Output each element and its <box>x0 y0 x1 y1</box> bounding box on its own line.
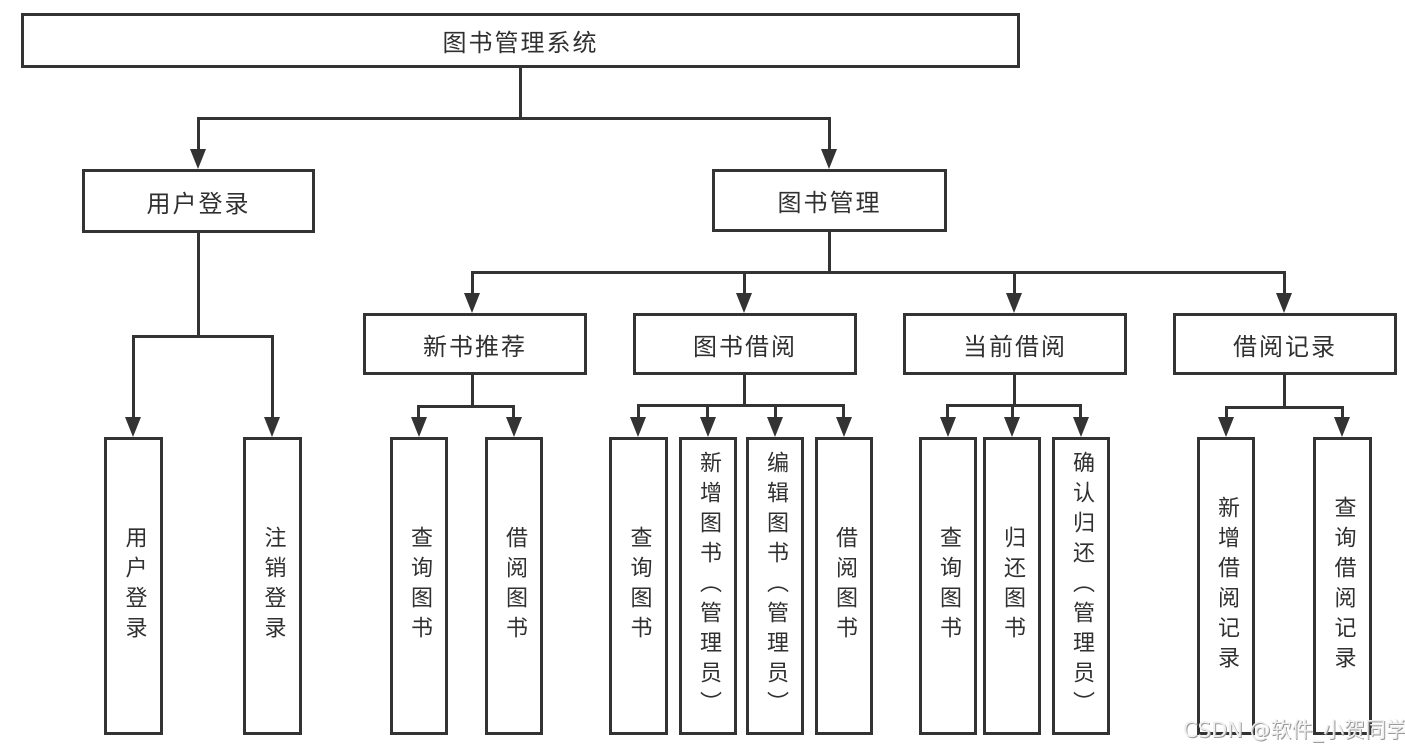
node-label: 当前借阅 <box>963 332 1067 361</box>
leaf-query-books-borrowing: 查询图书 <box>609 437 668 735</box>
arrow-down-icon <box>1218 417 1234 437</box>
connector-line <box>1079 404 1082 420</box>
node-label: 图书借阅 <box>693 332 797 361</box>
leaf-user-login: 用户登录 <box>104 437 163 735</box>
connector-line <box>197 117 831 120</box>
node-label: 用户登录 <box>121 526 147 646</box>
connector-line <box>471 271 1286 274</box>
node-user-login: 用户登录 <box>82 169 315 233</box>
node-borrow-records: 借阅记录 <box>1173 313 1397 375</box>
arrow-down-icon <box>940 417 956 437</box>
leaf-query-books-recommend: 查询图书 <box>390 437 448 735</box>
connector-line <box>637 404 640 420</box>
connector-line <box>512 405 515 420</box>
connector-line <box>842 404 845 420</box>
connector-line <box>743 375 746 406</box>
leaf-edit-book-admin: 编辑图书（管理员） <box>746 437 804 735</box>
node-label: 新增借阅记录 <box>1214 496 1239 676</box>
leaf-add-borrow-record: 新增借阅记录 <box>1197 437 1255 735</box>
connector-line <box>774 404 777 420</box>
leaf-query-borrow-record: 查询借阅记录 <box>1313 437 1372 735</box>
node-book-borrowing: 图书借阅 <box>633 313 857 375</box>
node-label: 借阅记录 <box>1233 332 1337 361</box>
connector-line <box>271 335 274 420</box>
node-book-management: 图书管理 <box>712 169 947 232</box>
connector-line <box>471 271 474 296</box>
connector-line <box>1225 406 1344 409</box>
leaf-add-book-admin: 新增图书（管理员） <box>679 437 737 735</box>
connector-line <box>1013 375 1016 406</box>
connector-line <box>946 404 949 420</box>
node-label: 查询图书 <box>407 526 432 646</box>
connector-line <box>1283 375 1286 408</box>
arrow-down-icon <box>736 293 752 313</box>
leaf-query-books-current: 查询图书 <box>919 437 977 735</box>
connector-line <box>1011 404 1014 420</box>
arrow-down-icon <box>767 417 783 437</box>
connector-line <box>1225 406 1228 420</box>
arrow-down-icon <box>1004 417 1020 437</box>
leaf-logout: 注销登录 <box>243 437 302 735</box>
connector-line <box>946 404 1082 407</box>
leaf-return-books: 归还图书 <box>983 437 1041 735</box>
connector-line <box>197 233 200 335</box>
arrow-down-icon <box>836 417 852 437</box>
connector-line <box>828 232 831 273</box>
arrow-down-icon <box>1276 293 1292 313</box>
node-label: 确认归还（管理员） <box>1069 451 1094 721</box>
node-label: 新书推荐 <box>423 332 527 361</box>
node-label: 用户登录 <box>146 189 251 218</box>
csdn-watermark: CSDN @软件_小贺同学 <box>1183 718 1405 742</box>
connector-line <box>1013 271 1016 296</box>
node-label: 归还图书 <box>1000 526 1025 646</box>
arrow-down-icon <box>821 149 837 169</box>
node-new-book-recommend: 新书推荐 <box>363 313 587 375</box>
connector-line <box>637 404 845 407</box>
node-label: 借阅图书 <box>502 526 527 646</box>
node-label: 注销登录 <box>260 526 286 646</box>
arrow-down-icon <box>464 293 480 313</box>
connector-line <box>132 335 135 420</box>
leaf-borrow-books-recommend: 借阅图书 <box>485 437 543 735</box>
connector-line <box>417 405 420 420</box>
arrow-down-icon <box>264 417 280 437</box>
node-label: 查询图书 <box>626 526 652 646</box>
arrow-down-icon <box>411 417 427 437</box>
node-label: 借阅图书 <box>832 526 857 646</box>
arrow-down-icon <box>125 417 141 437</box>
connector-line <box>828 117 831 152</box>
node-label: 查询借阅记录 <box>1330 496 1356 676</box>
node-current-borrowing: 当前借阅 <box>903 313 1127 375</box>
node-label: 图书管理系统 <box>442 29 599 57</box>
leaf-confirm-return-admin: 确认归还（管理员） <box>1052 437 1110 735</box>
node-label: 图书管理 <box>777 189 882 217</box>
node-library-system: 图书管理系统 <box>21 13 1020 68</box>
node-label: 新增图书（管理员） <box>696 451 721 721</box>
connector-line <box>197 117 200 152</box>
arrow-down-icon <box>1334 417 1350 437</box>
arrow-down-icon <box>630 417 646 437</box>
connector-line <box>471 375 474 407</box>
connector-line <box>132 335 274 338</box>
arrow-down-icon <box>1006 293 1022 313</box>
connector-line <box>743 271 746 296</box>
node-label: 编辑图书（管理员） <box>763 451 788 721</box>
leaf-borrow-books: 借阅图书 <box>815 437 873 735</box>
connector-line <box>706 404 709 420</box>
arrow-down-icon <box>1073 417 1089 437</box>
arrow-down-icon <box>506 417 522 437</box>
arrow-down-icon <box>190 149 206 169</box>
connector-line <box>1283 271 1286 296</box>
node-label: 查询图书 <box>936 526 961 646</box>
connector-line <box>417 405 515 408</box>
connector-line <box>519 68 522 119</box>
arrow-down-icon <box>700 417 716 437</box>
connector-line <box>1341 406 1344 420</box>
